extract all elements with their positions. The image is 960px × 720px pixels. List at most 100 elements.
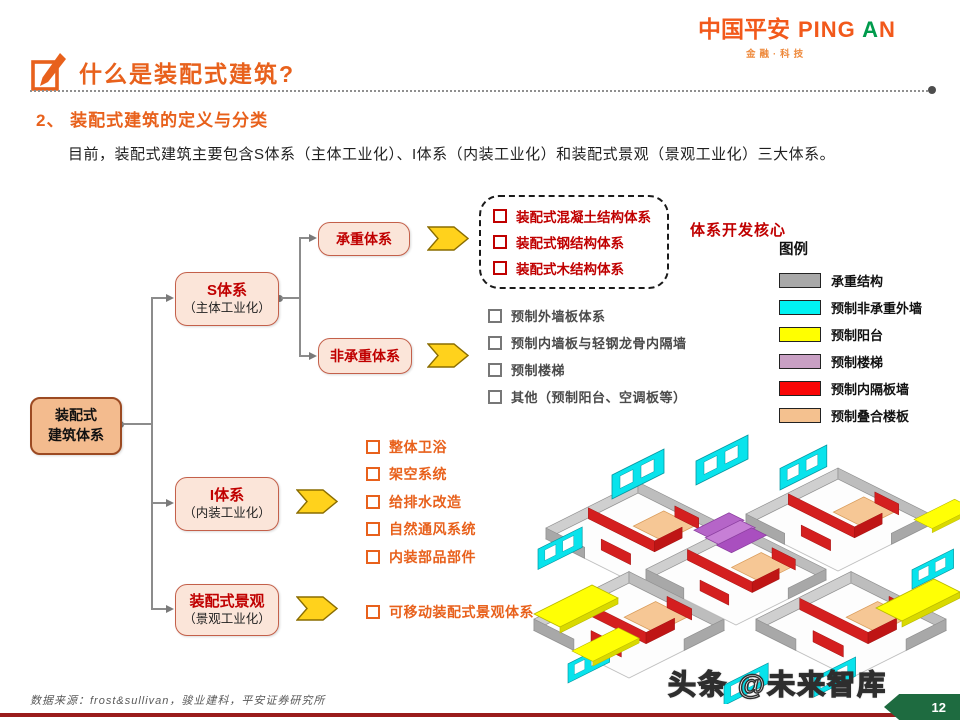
list-item: 预制楼梯 xyxy=(488,356,768,383)
arrowhead-icon xyxy=(309,233,317,242)
connector-line xyxy=(299,355,310,357)
divider-end-dot-icon xyxy=(928,86,936,94)
logo-en-a: A xyxy=(862,17,879,42)
square-bullet-icon xyxy=(488,308,502,323)
legend-label: 预制楼梯 xyxy=(831,355,884,370)
logo-en-n: N xyxy=(878,17,896,42)
connector-line xyxy=(281,297,300,299)
list-item: 其他（预制阳台、空调板等） xyxy=(488,383,768,410)
list-item: 给排水改造 xyxy=(366,488,586,516)
node-title: 非承重体系 xyxy=(330,347,400,364)
non-load-bearing-list: 预制外墙板体系 预制内墙板与轻钢龙骨内隔墙 预制楼梯 其他（预制阳台、空调板等） xyxy=(488,302,768,410)
square-bullet-icon xyxy=(488,362,502,377)
i-system-list: 整体卫浴 架空系统 给排水改造 自然通风系统 内装部品部件 xyxy=(366,433,586,571)
legend-row: 预制非承重外墙 xyxy=(779,294,959,321)
body-text: 目前，装配式建筑主要包含S体系（主体工业化）、I体系（内装工业化）和装配式景观（… xyxy=(68,146,836,163)
arrowhead-icon xyxy=(166,604,174,613)
square-bullet-icon xyxy=(493,209,507,223)
list-item: 整体卫浴 xyxy=(366,433,586,461)
color-swatch-icon xyxy=(779,354,821,369)
legend-row: 预制内隔板墙 xyxy=(779,375,959,402)
square-bullet-icon xyxy=(366,549,380,564)
list-item: 可移动装配式景观体系 xyxy=(366,598,596,626)
logo-tagline: 金融·科技 xyxy=(746,49,808,60)
pencil-edit-icon xyxy=(31,53,66,91)
arrowhead-icon xyxy=(309,351,317,360)
legend-label: 预制内隔板墙 xyxy=(831,382,910,397)
node-subtitle: （景观工业化） xyxy=(183,611,271,626)
node-load-bearing: 承重体系 xyxy=(318,222,410,256)
core-systems-box: 装配式混凝土结构体系 装配式钢结构体系 装配式木结构体系 xyxy=(479,195,669,289)
list-item-label: 装配式木结构体系 xyxy=(516,262,624,277)
list-item-label: 预制楼梯 xyxy=(511,363,566,378)
square-bullet-icon xyxy=(366,467,380,482)
list-item-label: 自然通风系统 xyxy=(389,521,476,538)
connector-line xyxy=(151,608,167,610)
title-row: 什么是装配式建筑? xyxy=(31,52,295,92)
list-item-label: 给排水改造 xyxy=(389,493,462,510)
node-subtitle: （内装工业化） xyxy=(183,505,271,520)
list-item-label: 内装部品部件 xyxy=(389,548,476,565)
logo-zh: 中国平安 xyxy=(698,16,790,42)
square-bullet-icon xyxy=(488,389,502,404)
legend-title: 图例 xyxy=(779,242,808,258)
bottom-accent-bar xyxy=(0,713,960,717)
list-item: 架空系统 xyxy=(366,461,586,489)
legend-label: 承重结构 xyxy=(831,274,884,289)
legend-row: 预制楼梯 xyxy=(779,348,959,375)
color-swatch-icon xyxy=(779,273,821,288)
data-source-note: 数据来源：frost&sullivan，骏业建科，平安证券研究所 xyxy=(30,695,326,707)
list-item: 自然通风系统 xyxy=(366,516,586,544)
node-non-load-bearing: 非承重体系 xyxy=(318,338,412,374)
node-prefab-building-system: 装配式 建筑体系 xyxy=(30,397,122,455)
landscape-list: 可移动装配式景观体系 xyxy=(366,598,596,626)
list-item-label: 预制外墙板体系 xyxy=(511,309,606,324)
list-item-label: 装配式混凝土结构体系 xyxy=(516,210,651,225)
page-title: 什么是装配式建筑? xyxy=(79,61,296,87)
node-subtitle: （主体工业化） xyxy=(183,300,271,315)
legend-label: 预制阳台 xyxy=(831,328,884,343)
list-item: 装配式木结构体系 xyxy=(493,255,655,281)
list-item: 装配式钢结构体系 xyxy=(493,229,655,255)
pingan-logo-text: 中国平安 PING AN xyxy=(698,10,938,44)
color-swatch-icon xyxy=(779,381,821,396)
yellow-arrow-icon xyxy=(427,343,469,368)
watermark: 头条 @未来智库 xyxy=(667,668,888,700)
list-item-label: 整体卫浴 xyxy=(389,438,447,455)
legend-row: 预制叠合楼板 xyxy=(779,402,959,429)
node-title: I体系 xyxy=(209,486,245,504)
node-title: 承重体系 xyxy=(336,230,392,247)
section-heading: 2、 装配式建筑的定义与分类 xyxy=(36,111,269,130)
connector-line xyxy=(151,297,153,609)
page-number: 12 xyxy=(931,699,946,715)
square-bullet-icon xyxy=(488,335,502,350)
dotted-divider xyxy=(30,90,928,92)
page-number-flag: 12 xyxy=(884,694,960,720)
list-item-label: 其他（预制阳台、空调板等） xyxy=(511,390,687,405)
logo-en: PING AN xyxy=(798,17,896,42)
yellow-arrow-icon xyxy=(296,596,338,621)
node-label: 装配式 xyxy=(55,407,97,424)
color-swatch-icon xyxy=(779,300,821,315)
yellow-arrow-icon xyxy=(296,489,338,514)
connector-dot xyxy=(276,294,283,302)
node-prefab-landscape: 装配式景观 （景观工业化） xyxy=(175,584,279,636)
list-item-label: 可移动装配式景观体系 xyxy=(389,603,534,620)
logo-en-ping: PING xyxy=(798,17,856,42)
legend-row: 预制阳台 xyxy=(779,321,959,348)
connector-line xyxy=(299,237,310,239)
list-item-label: 装配式钢结构体系 xyxy=(516,236,624,251)
square-bullet-icon xyxy=(366,522,380,537)
arrowhead-icon xyxy=(166,293,174,302)
list-item-label: 预制内墙板与轻钢龙骨内隔墙 xyxy=(511,336,687,351)
list-item: 内装部品部件 xyxy=(366,543,586,571)
legend-label: 预制叠合楼板 xyxy=(831,409,910,424)
color-swatch-icon xyxy=(779,327,821,342)
color-swatch-icon xyxy=(779,408,821,423)
square-bullet-icon xyxy=(493,261,507,275)
node-i-system: I体系 （内装工业化） xyxy=(175,477,279,531)
yellow-arrow-icon xyxy=(427,226,469,251)
square-bullet-icon xyxy=(366,494,380,509)
legend: 图例 承重结构 预制非承重外墙 预制阳台 预制楼梯 预制内隔板墙 预制叠合楼板 xyxy=(779,238,959,429)
node-s-system: S体系 （主体工业化） xyxy=(175,272,279,326)
